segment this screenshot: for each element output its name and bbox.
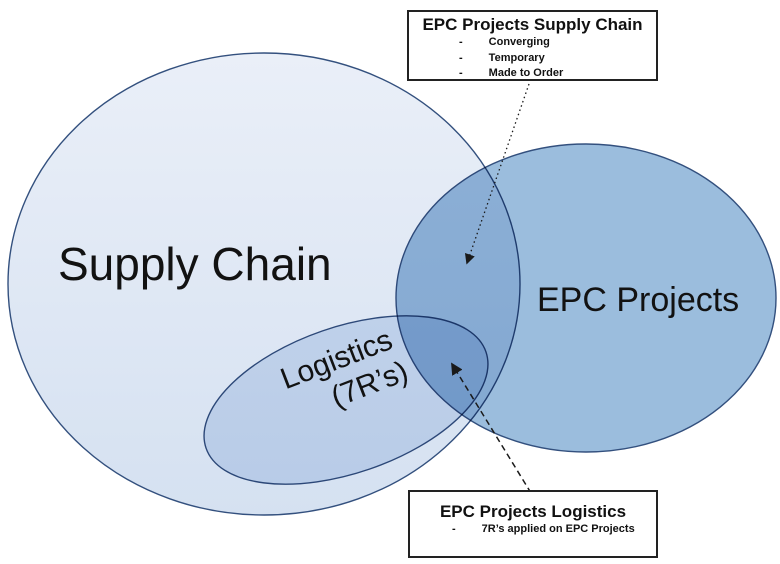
epc-logistics-note-box: EPC Projects Logistics - 7R’s applied on… — [408, 490, 658, 558]
bullet-dash: - — [459, 36, 463, 48]
top-annotation-arrow — [464, 83, 530, 265]
bullet-text: Converging — [488, 36, 550, 48]
bottom-annotation-arrow — [451, 362, 532, 494]
bullet-dash: - — [459, 67, 463, 79]
note-bullet: - 7R’s applied on EPC Projects — [410, 522, 656, 538]
note-bullet: - Converging — [409, 35, 656, 51]
note-bullet: - Temporary — [409, 51, 656, 67]
epc-projects-label: EPC Projects — [537, 281, 740, 319]
bullet-text: 7R’s applied on EPC Projects — [481, 523, 635, 535]
supply-chain-label: Supply Chain — [58, 238, 332, 290]
bullet-dash: - — [459, 51, 463, 64]
epc-supply-chain-note-box: EPC Projects Supply Chain - Converging -… — [407, 10, 658, 81]
logistics-ellipse — [203, 315, 489, 485]
bullet-text: Made to Order — [488, 67, 564, 79]
bullet-dash: - — [452, 523, 456, 535]
bullet-text: Temporary — [488, 51, 545, 64]
note-title: EPC Projects Logistics — [439, 502, 627, 521]
note-title: EPC Projects Supply Chain — [422, 15, 643, 34]
epc-projects-ellipse — [395, 143, 777, 453]
note-bullet: - Made to Order — [409, 66, 656, 82]
